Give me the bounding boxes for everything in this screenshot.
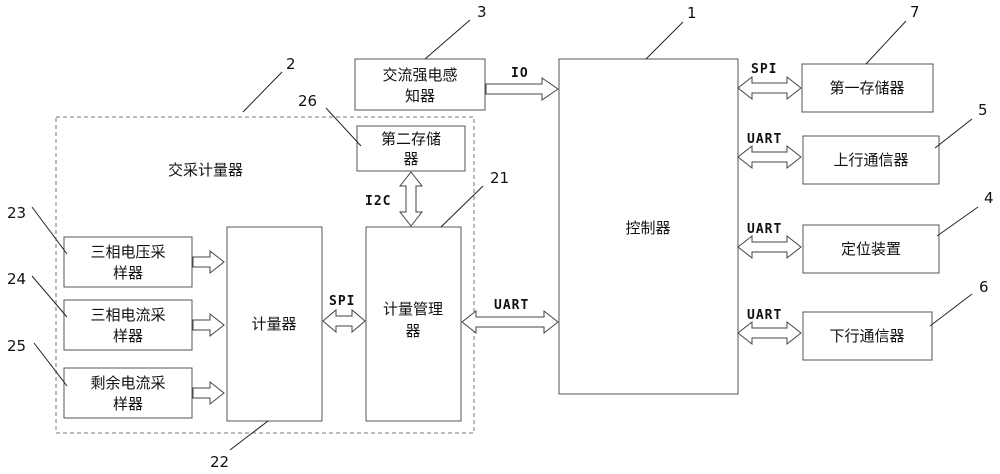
- three-phase-current-label-line1: 三相电流采: [90, 306, 165, 324]
- ac-sensor-block: [354, 58, 486, 111]
- ref-3-leader: [424, 19, 471, 60]
- ref-1-leader: [645, 21, 684, 60]
- current-to-meter-arrow: [192, 312, 225, 338]
- uplink-comm-label: 上行通信器: [833, 151, 908, 169]
- ac-sensor-label-line2: 知器: [405, 87, 435, 105]
- uart-uplink-arrow: [737, 144, 802, 170]
- ref-23-leader: [31, 206, 68, 255]
- ref-21: 21: [490, 169, 509, 187]
- io-arrow: [485, 77, 559, 101]
- meter-label: 计量器: [251, 315, 296, 333]
- first-storage-label: 第一存储器: [829, 79, 904, 97]
- three-phase-voltage-label-line2: 样器: [113, 264, 143, 282]
- second-storage-label-line1: 第二存储: [381, 130, 441, 148]
- meter-manager-label-line2: 器: [405, 322, 420, 340]
- ref-25-leader: [33, 342, 68, 387]
- first-storage-block: [801, 63, 934, 113]
- spi-storage-arrow: [737, 75, 802, 101]
- ref-5-leader: [934, 118, 973, 149]
- ref-24-leader: [31, 275, 68, 318]
- ref-6: 6: [979, 278, 989, 296]
- meter-manager-label-line1: 计量管理: [383, 300, 443, 318]
- ref-7: 7: [910, 3, 920, 21]
- residual-current-label-line2: 样器: [113, 395, 143, 413]
- controller-block: [558, 58, 739, 395]
- spi-meter-bus-label: SPI: [329, 294, 355, 309]
- residual-current-sampler-block: [63, 367, 193, 419]
- ref-26-leader: [325, 107, 362, 147]
- uart-manager-bus-label: UART: [494, 298, 529, 313]
- ref-6-leader: [929, 293, 973, 327]
- meter-manager-block: [365, 226, 462, 422]
- ref-22-leader: [229, 420, 269, 451]
- ref-25: 25: [7, 337, 26, 355]
- ref-4: 4: [984, 189, 994, 207]
- controller-label: 控制器: [625, 219, 670, 237]
- second-storage-label-line2: 器: [403, 150, 418, 168]
- three-phase-voltage-sampler-block: [63, 236, 193, 288]
- ref-24: 24: [7, 270, 26, 288]
- downlink-comm-block: [802, 311, 933, 361]
- ref-2: 2: [286, 55, 296, 73]
- spi-storage-bus-label: SPI: [751, 62, 777, 77]
- i2c-bus-label: I2C: [365, 194, 391, 209]
- ref-4-leader: [936, 206, 979, 237]
- residual-current-label-line1: 剩余电流采: [90, 374, 165, 392]
- positioning-block: [802, 224, 940, 274]
- i2c-arrow: [398, 171, 424, 227]
- ref-7-leader: [865, 20, 907, 65]
- voltage-to-meter-arrow: [192, 249, 225, 275]
- uart-downlink-arrow: [737, 320, 802, 346]
- ac-sensor-label-line1: 交流强电感: [382, 66, 457, 84]
- three-phase-current-label-line2: 样器: [113, 327, 143, 345]
- three-phase-current-sampler-block: [63, 299, 193, 351]
- meter-block: [226, 226, 323, 422]
- io-bus-label: IO: [511, 66, 529, 81]
- ref-1: 1: [687, 4, 697, 22]
- spi-meter-arrow: [322, 308, 366, 334]
- three-phase-voltage-label-line1: 三相电压采: [90, 243, 165, 261]
- ref-2-leader: [242, 71, 283, 113]
- uart-downlink-bus-label: UART: [747, 308, 782, 323]
- ref-23: 23: [7, 204, 26, 222]
- uart-uplink-bus-label: UART: [747, 132, 782, 147]
- ac-meter-group-label: 交采计量器: [168, 161, 243, 179]
- uart-position-arrow: [737, 234, 802, 260]
- ref-5: 5: [978, 101, 988, 119]
- second-storage-block: [356, 125, 466, 172]
- ref-22: 22: [210, 453, 229, 471]
- uart-manager-arrow: [461, 309, 559, 335]
- ref-26: 26: [298, 92, 317, 110]
- uart-position-bus-label: UART: [747, 222, 782, 237]
- positioning-label: 定位装置: [841, 240, 901, 258]
- uplink-comm-block: [802, 135, 940, 185]
- ref-21-leader: [440, 185, 484, 228]
- ref-3: 3: [477, 3, 487, 21]
- downlink-comm-label: 下行通信器: [829, 327, 904, 345]
- ac-meter-group-frame: [55, 116, 475, 434]
- residual-to-meter-arrow: [192, 380, 225, 406]
